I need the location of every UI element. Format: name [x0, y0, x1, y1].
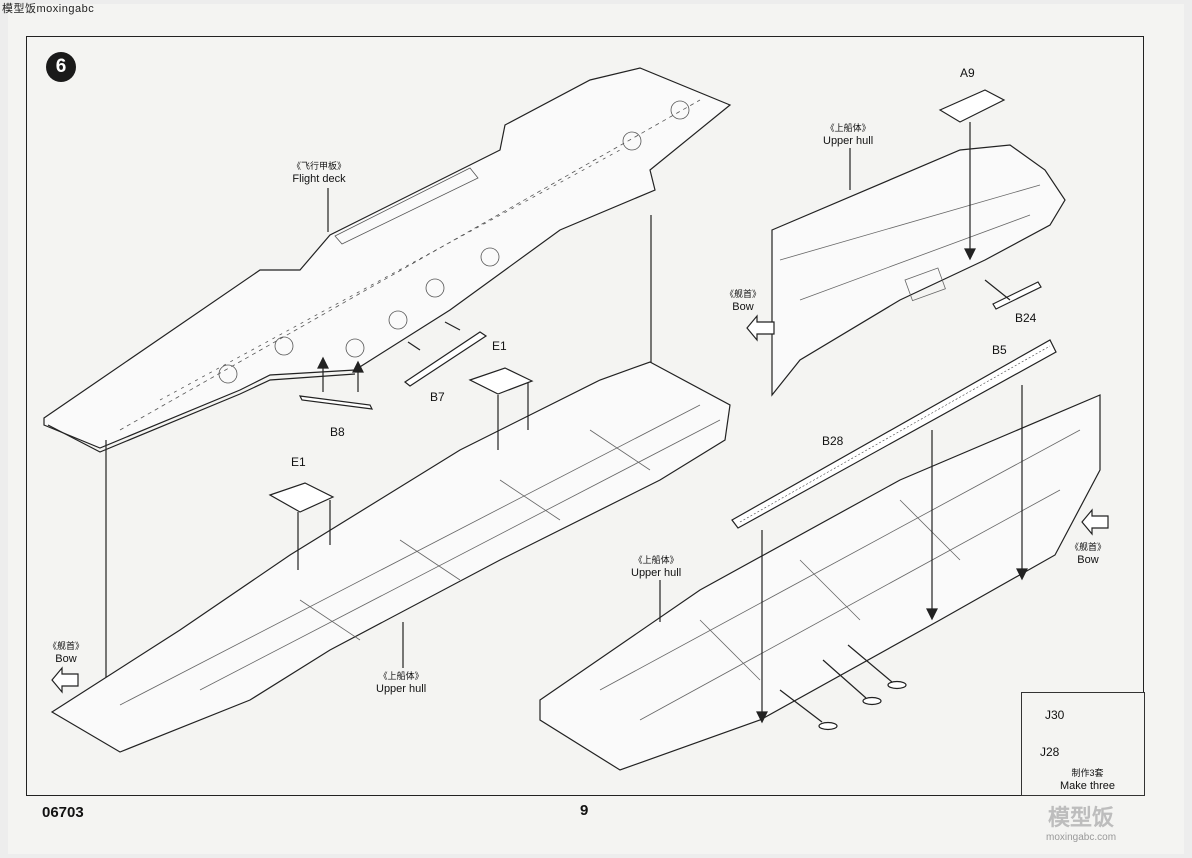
product-code: 06703 [42, 804, 84, 821]
make-three-label-cn: 制作3套 [1071, 768, 1104, 778]
part-b5-label: B5 [992, 343, 1007, 357]
flight-deck-label-en: Flight deck [292, 173, 346, 185]
part-b7-label: B7 [430, 390, 445, 404]
bow-label-left: 《舰首》 Bow [48, 640, 84, 666]
top-watermark: 模型饭moxingabc [2, 3, 95, 15]
part-e1-label-left: E1 [291, 455, 306, 469]
upper-hull-label-bottom-en: Upper hull [376, 683, 427, 695]
make-three-label-en: Make three [1060, 780, 1116, 792]
upper-hull-label-top-en: Upper hull [823, 135, 874, 147]
bow-label-right-en: Bow [1077, 554, 1099, 566]
upper-hull-label-top-cn: 《上船体》 [825, 123, 871, 133]
upper-hull-label-mid-cn: 《上船体》 [633, 555, 679, 565]
watermark-logo: 模型饭 [1048, 805, 1115, 830]
page-number: 9 [580, 802, 589, 819]
bow-label-right: 《舰首》 Bow [1070, 541, 1106, 567]
bow-label-top-cn: 《舰首》 [725, 289, 762, 299]
part-b28-label: B28 [822, 434, 844, 448]
watermark-url: moxingabc.com [1046, 832, 1117, 843]
bow-label-top: 《舰首》 Bow [725, 288, 761, 314]
bow-label-right-cn: 《舰首》 [1070, 542, 1107, 552]
step-frame [26, 36, 1144, 796]
part-b8-label: B8 [330, 425, 345, 439]
pin-inset-box [1021, 692, 1145, 796]
bow-label-left-en: Bow [55, 653, 77, 665]
part-j28-label: J28 [1040, 745, 1060, 759]
flight-deck-label-cn: 《飞行甲板》 [292, 161, 347, 171]
upper-hull-label-bottom: 《上船体》 Upper hull [376, 670, 426, 696]
upper-hull-label-mid: 《上船体》 Upper hull [631, 554, 681, 580]
upper-hull-left-part [50, 361, 731, 753]
flight-deck-part [43, 67, 732, 453]
bow-label-top-en: Bow [732, 301, 754, 313]
part-a9-label: A9 [960, 66, 975, 80]
upper-hull-label-bottom-cn: 《上船体》 [378, 671, 424, 681]
upper-hull-label-mid-en: Upper hull [631, 567, 682, 579]
site-watermark: 模型饭 moxingabc.com [1046, 800, 1116, 843]
flight-deck-label: 《飞行甲板》 Flight deck [292, 160, 346, 186]
step-number-badge: 6 [46, 52, 76, 82]
upper-hull-label-top: 《上船体》 Upper hull [823, 122, 873, 148]
part-j30-label: J30 [1045, 708, 1065, 722]
upper-hull-right-top-part [771, 144, 1066, 397]
part-e1-label-right: E1 [492, 339, 507, 353]
part-b24-label: B24 [1015, 311, 1037, 325]
upper-hull-right-bottom-part [539, 394, 1101, 771]
make-three-label: 制作3套 Make three [1060, 767, 1115, 793]
bow-label-left-cn: 《舰首》 [48, 641, 85, 651]
